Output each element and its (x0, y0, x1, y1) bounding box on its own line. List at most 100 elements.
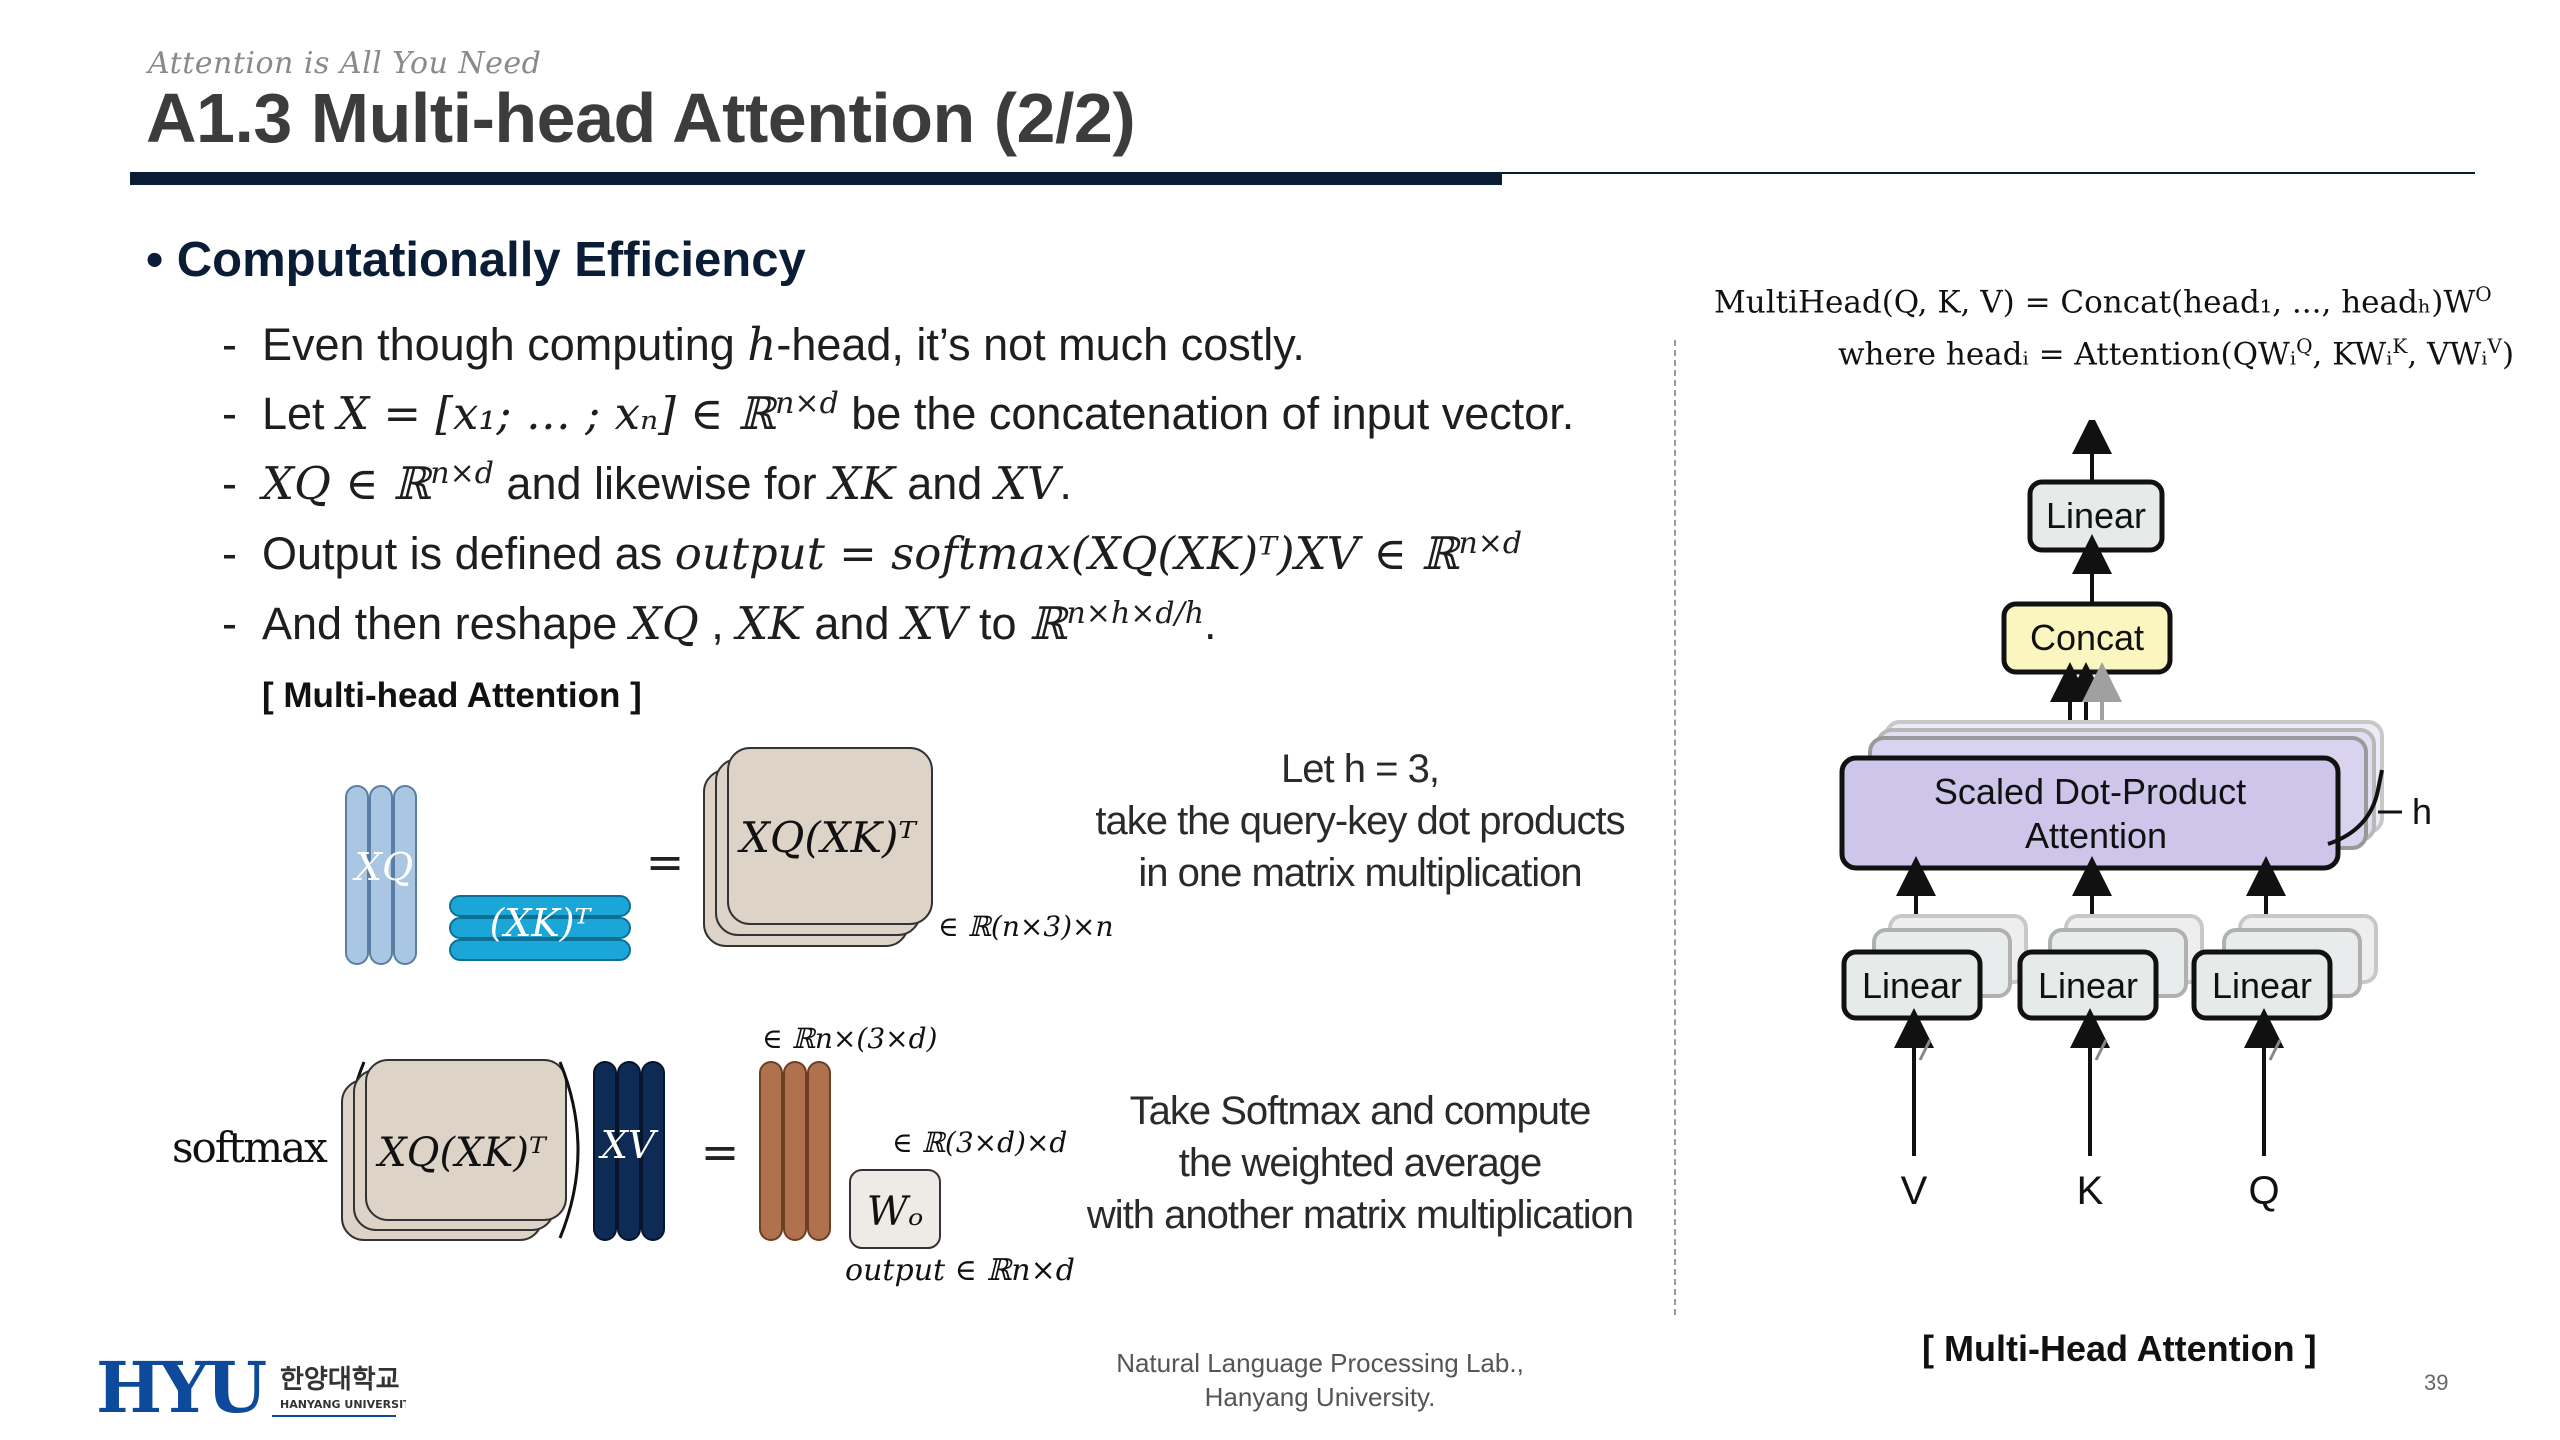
bullet-dot: • (146, 233, 177, 287)
xq-matrix: XQ (345, 785, 417, 965)
top-caption-line2: take the query-key dot products (1095, 799, 1624, 843)
input-v-label: V (1901, 1169, 1928, 1213)
title-rule-thick (130, 172, 1502, 185)
linear-q-stack: Linear (2191, 914, 2378, 1021)
logo-mark: HYU 한양대학교 HANYANG UNIVERSITY (96, 1346, 420, 1429)
math: XK (736, 597, 802, 650)
math-sup: n×d (1458, 526, 1523, 561)
formula-text: , KWᵢ (2312, 336, 2393, 373)
sdpa-label-line2: Attention (2025, 815, 2167, 856)
math: XK (829, 457, 895, 510)
formula-sup: Q (2296, 334, 2313, 358)
stack-arrow-hint (2094, 1039, 2108, 1061)
text: to (966, 598, 1030, 649)
linear-v-stack: Linear (1841, 914, 2028, 1021)
top-caption-line3: in one matrix multiplication (1138, 851, 1581, 895)
formula-text: , VWᵢ (2407, 336, 2488, 373)
softmax-label: softmax (172, 1123, 328, 1172)
input-q-label: Q (2248, 1169, 2279, 1213)
softmax-score-stack: XQ(XK)ᵀ (341, 1059, 567, 1241)
xkt-bar (449, 939, 631, 961)
linear-q-label: Linear (2212, 965, 2312, 1006)
slide-title: A1.3 Multi-head Attention (2/2) (146, 79, 1136, 157)
math: X = [x₁; … ; xₙ] ∈ ℝ (337, 387, 776, 440)
sdpa-stack: Scaled Dot-Product Attention (1839, 720, 2384, 871)
linear-k-stack: Linear (2017, 914, 2204, 1021)
xq-bar (369, 785, 393, 965)
input-k-label: K (2077, 1169, 2104, 1213)
text: -head, it’s not much costly. (776, 319, 1305, 370)
concat-label: Concat (2030, 617, 2144, 658)
linear-v-label: Linear (1862, 965, 1962, 1006)
h-brace (2327, 769, 2384, 846)
wo-label: Wₒ (867, 1189, 924, 1235)
equals-sign: = (646, 835, 685, 889)
math: h (747, 318, 777, 371)
formula-sup: K (2392, 334, 2408, 358)
sub-bullet-2: - Let X = [x₁; … ; xₙ] ∈ ℝn×d be the con… (222, 386, 1574, 440)
matrix-diagram: XQ (XK)ᵀ = XQ(XK)ᵀ ∈ ℝ(n×3)×n Let h = 3,… (172, 747, 1634, 1288)
bottom-caption-line1: Take Softmax and compute (1130, 1089, 1591, 1133)
formula-text: MultiHead(Q, K, V) = Concat(head₁, ..., … (1714, 284, 2476, 321)
xv-label: XV (598, 1123, 659, 1167)
footer-lab-line1: Natural Language Processing Lab., (1116, 1348, 1524, 1378)
dash: - (222, 388, 262, 439)
xkt-bar (449, 895, 631, 917)
bottom-caption-line2: the weighted average (1179, 1141, 1542, 1185)
dash: - (222, 598, 262, 649)
wo-matrix: Wₒ (849, 1169, 941, 1249)
dash: - (222, 528, 262, 579)
wo-dim-label: ∈ ℝ(3×d)×d (892, 1126, 1067, 1159)
top-caption: Let h = 3, take the query-key dot produc… (1095, 747, 1625, 895)
text: . (1204, 598, 1217, 649)
bottom-caption-line3: with another matrix multiplication (1086, 1193, 1633, 1237)
bullet-heading-text: Computationally Efficiency (176, 233, 806, 287)
figure-caption: [ Multi-Head Attention ] (1922, 1328, 2317, 1369)
math: XV (994, 457, 1060, 510)
math-sup: n×h×d/h (1066, 596, 1205, 631)
sub-bullet-3: - XQ ∈ ℝn×d and likewise for XK and XV. (222, 456, 1072, 510)
text: be the concatenation of input vector. (838, 388, 1575, 439)
university-logo: HYU 한양대학교 HANYANG UNIVERSITY (96, 1346, 420, 1429)
formula-text: ) (2502, 336, 2515, 373)
xq-label: XQ (352, 845, 413, 889)
xkt-label: (XK)ᵀ (489, 901, 592, 945)
bottom-caption: Take Softmax and compute the weighted av… (1086, 1089, 1634, 1237)
stack-arrow-hint (1918, 1039, 1932, 1061)
sdpa-label-line1: Scaled Dot-Product (1934, 771, 2246, 812)
linear-k-label: Linear (2038, 965, 2138, 1006)
head-bar (759, 1061, 783, 1241)
softmax-score-label: XQ(XK)ᵀ (375, 1130, 548, 1176)
math-sup: n×d (430, 456, 494, 491)
section-label: [ Multi-head Attention ] (262, 676, 642, 715)
score-matrix-label: XQ(XK)ᵀ (737, 813, 918, 862)
math: output = softmax(XQ(XK)ᵀ)XV ∈ ℝ (674, 527, 1459, 580)
output-dim-label: output ∈ ℝn×d (845, 1253, 1075, 1288)
logo-korean: 한양대학교 (280, 1365, 400, 1395)
xv-bar (593, 1061, 617, 1241)
footer-lab: Natural Language Processing Lab., Hanyan… (1040, 1346, 1600, 1414)
xkt-bar (449, 917, 631, 939)
h-label: h (2412, 791, 2432, 832)
dash: - (222, 458, 262, 509)
bullet-heading: • Computationally Efficiency (146, 232, 806, 288)
page-number: 39 (2424, 1370, 2449, 1395)
top-caption-line1: Let h = 3, (1281, 747, 1439, 791)
text: Even though computing (262, 319, 748, 370)
sub-bullet-1: - Even though computing h-head, it’s not… (222, 318, 1305, 371)
multihead-formula: MultiHead(Q, K, V) = Concat(head₁, ..., … (1714, 282, 2492, 320)
logo-english: HANYANG UNIVERSITY (280, 1398, 406, 1411)
xq-bar (393, 785, 417, 965)
text: Let (262, 388, 338, 439)
deck-subtitle: Attention is All You Need (148, 46, 542, 81)
text: and likewise for (493, 458, 830, 509)
head-formula: where headᵢ = Attention(QWᵢQ, KWᵢK, VWᵢV… (1838, 334, 2514, 372)
logo-letters: HYU (96, 1350, 266, 1422)
xv-bar (641, 1061, 665, 1241)
formula-text: where headᵢ = Attention(QWᵢ (1838, 336, 2297, 373)
title-rule-thin (1502, 172, 2475, 174)
xv-bar (617, 1061, 641, 1241)
score-matrix-stack: XQ(XK)ᵀ (703, 747, 933, 947)
stack-arrow-hint (2268, 1039, 2282, 1061)
text: and (894, 458, 995, 509)
